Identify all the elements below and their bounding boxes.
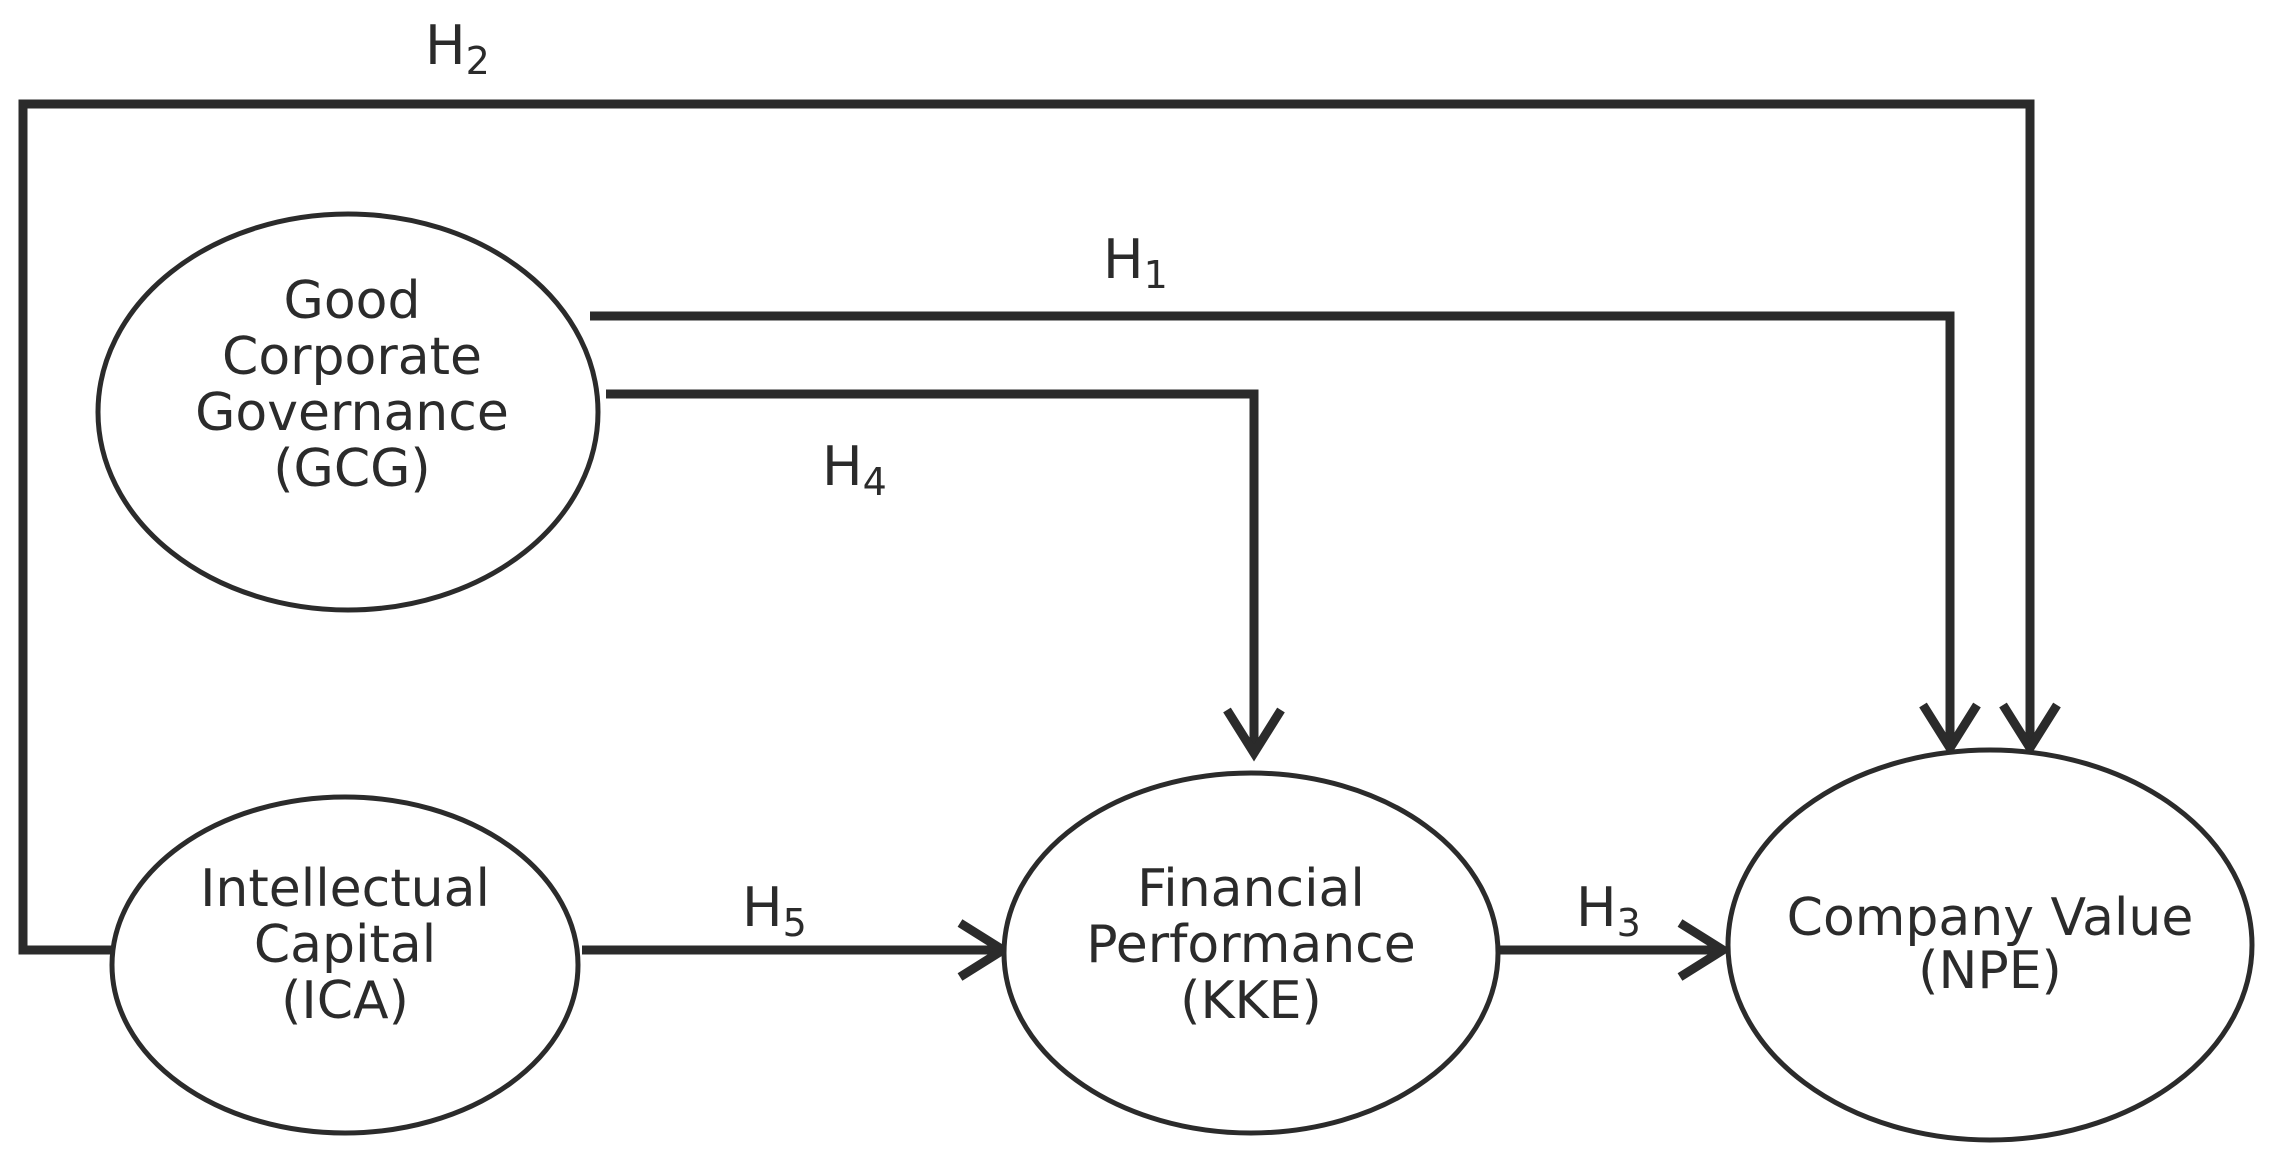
node-kke-label-line-1: Financial (1137, 859, 1365, 919)
node-ica-label-line-3: (ICA) (281, 971, 409, 1031)
node-ica-label-line-2: Capital (254, 915, 436, 975)
hypothesis-h4-number: 4 (863, 460, 887, 504)
edge-h1-gcg-to-npe (590, 311, 1955, 740)
arrowhead-h1 (1919, 702, 1981, 757)
hypothesis-h3-number: 3 (1617, 901, 1641, 945)
node-ica-label-line-1: Intellectual (200, 859, 490, 919)
arrowhead-h4 (1223, 707, 1285, 762)
node-npe: Company Value (NPE) (1725, 747, 2255, 1143)
node-gcg-label-line-3: Governance (195, 383, 509, 443)
hypothesis-label-h1: H1 (1103, 228, 1168, 297)
node-kke-label-line-3: (KKE) (1180, 971, 1322, 1031)
hypothesis-label-h4: H4 (822, 435, 887, 504)
node-kke: Financial Performance (KKE) (1001, 770, 1501, 1136)
edge-h4-gcg-to-kke (606, 389, 1259, 745)
hypothesis-h5-number: 5 (783, 901, 807, 945)
node-gcg: Good Corporate Governance (GCG) (95, 211, 601, 613)
hypothesis-h1-number: 1 (1144, 253, 1168, 297)
arrowhead-h3 (1677, 919, 1732, 981)
hypothesis-h5-letter: H (742, 876, 783, 939)
hypothesis-h3-letter: H (1576, 876, 1617, 939)
node-kke-label-line-2: Performance (1086, 915, 1416, 975)
hypothesis-h1-letter: H (1103, 228, 1144, 291)
hypothesis-h4-letter: H (822, 435, 863, 498)
hypothesis-label-h5: H5 (742, 876, 807, 945)
node-gcg-label-line-4: (GCG) (273, 439, 430, 499)
hypothesis-label-h3: H3 (1576, 876, 1641, 945)
node-npe-label-line-1: Company Value (1787, 888, 2194, 948)
hypothesis-label-h2: H2 (425, 14, 490, 83)
arrowhead-h2 (1999, 702, 2061, 757)
hypothesis-h2-letter: H (425, 14, 466, 77)
node-gcg-label-line-1: Good (284, 271, 421, 331)
node-ica: Intellectual Capital (ICA) (109, 794, 581, 1136)
hypothesis-h2-number: 2 (466, 39, 490, 83)
node-gcg-label-line-2: Corporate (222, 327, 482, 387)
edge-h2-ica-to-npe (18, 99, 2035, 955)
node-npe-label-line-2: (NPE) (1918, 941, 2062, 1001)
